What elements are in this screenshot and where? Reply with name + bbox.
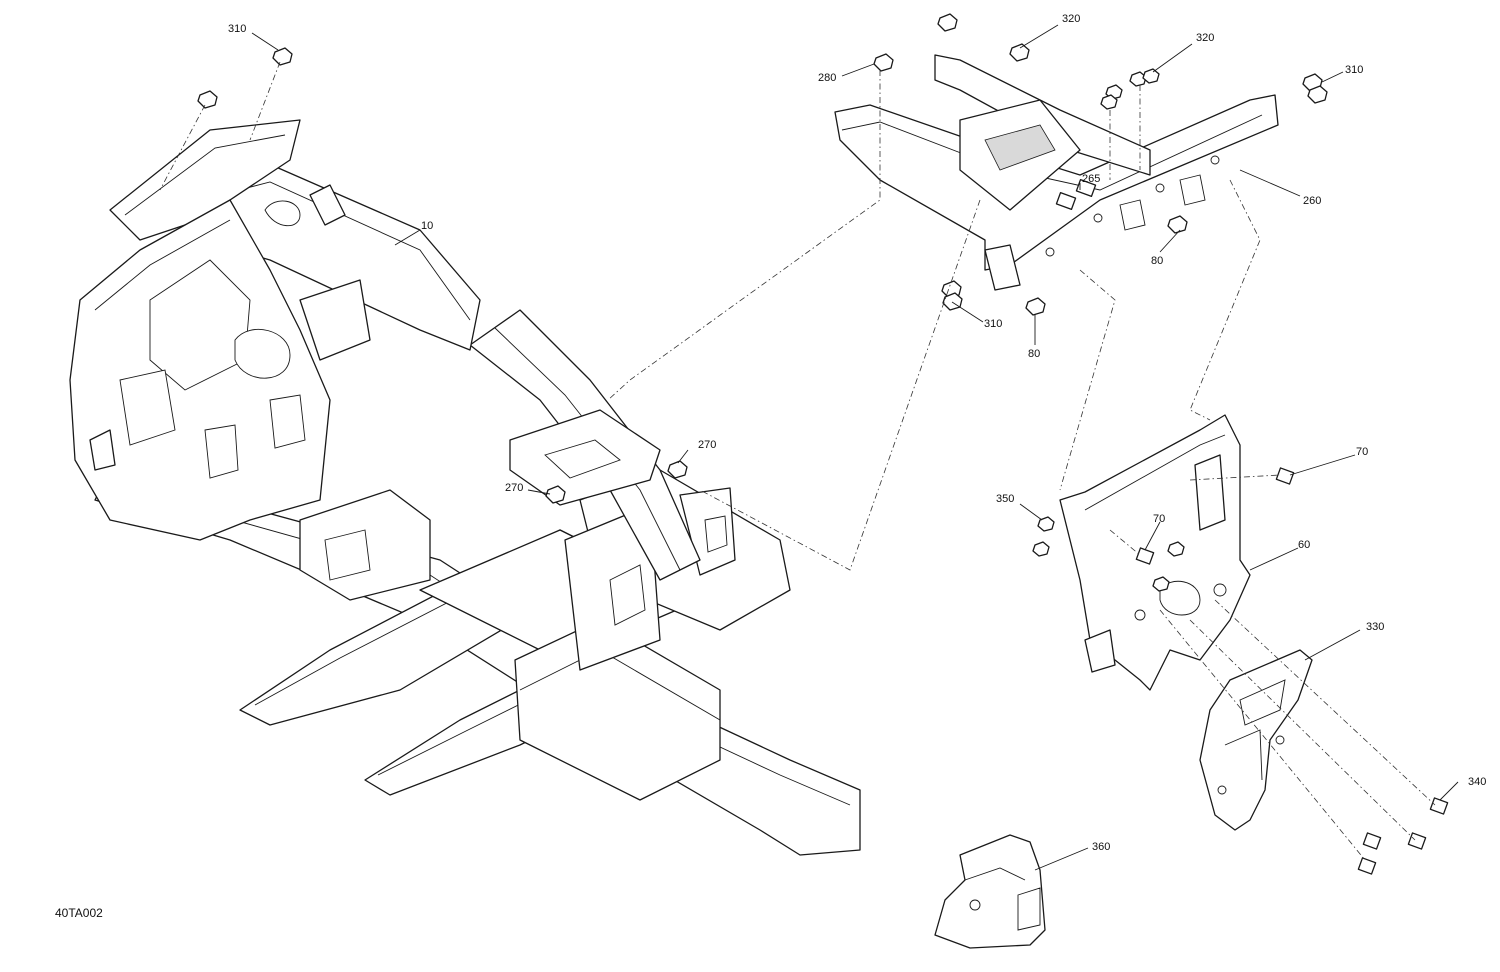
callout-60: 60: [1298, 539, 1310, 551]
callout-265: 265: [1082, 173, 1100, 185]
hardware: [197, 13, 1449, 875]
hitch-bracket-360: [934, 834, 1046, 949]
rear-crossmember: [834, 54, 1279, 291]
callout-labels: 310 10 280 320 320 310 265 260 80 310 80…: [228, 13, 1486, 853]
callout-70: 70: [1153, 513, 1165, 525]
main-frame: [69, 119, 861, 856]
callout-270: 270: [505, 482, 523, 494]
support-plate-330: [1199, 649, 1313, 831]
callout-70: 70: [1356, 446, 1368, 458]
callout-260: 260: [1303, 195, 1321, 207]
callout-360: 360: [1092, 841, 1110, 853]
callout-320: 320: [1062, 13, 1080, 25]
callout-80: 80: [1028, 348, 1040, 360]
callout-350: 350: [996, 493, 1014, 505]
callout-280: 280: [818, 72, 836, 84]
assembly-lines: [159, 61, 1436, 861]
callout-10: 10: [421, 220, 433, 232]
figure-id: 40TA002: [55, 906, 103, 920]
leader-lines: [251, 24, 1459, 871]
callout-80: 80: [1151, 255, 1163, 267]
callout-310: 310: [228, 23, 246, 35]
callout-310: 310: [984, 318, 1002, 330]
callout-270: 270: [698, 439, 716, 451]
side-bracket-60: [1059, 414, 1251, 691]
callout-340: 340: [1468, 776, 1486, 788]
callout-330: 330: [1366, 621, 1384, 633]
callout-310: 310: [1345, 64, 1363, 76]
callout-320: 320: [1196, 32, 1214, 44]
